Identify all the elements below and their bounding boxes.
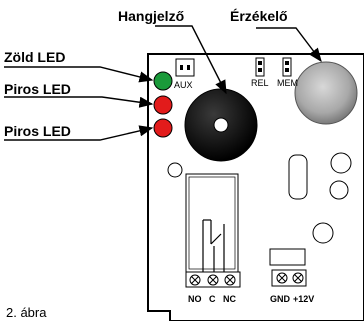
gnd-terminal-label: GND [270,294,291,304]
red-led-2 [153,118,173,138]
sensor-body [294,61,358,125]
red-led-2-label: Piros LED [4,123,71,139]
arrow-green-led [4,66,154,83]
mem-label: MEM [277,78,298,88]
mount-hole [312,222,334,244]
power-screw-2 [292,272,304,284]
power-screw-1 [276,272,288,284]
relay-contact-symbol [202,219,225,272]
aux-label: AUX [174,80,193,90]
relay-screw-3 [224,274,236,286]
mount-hole [167,162,183,178]
nc-terminal-label: NC [223,294,236,304]
arrow-red-led-2 [4,125,154,141]
power-component [269,248,306,266]
relay-screw-1 [189,274,201,286]
relay-screw-2 [207,274,219,286]
green-led-label: Zöld LED [4,49,66,65]
aux-jumper [175,58,195,77]
arrow-buzzer [155,25,227,95]
rel-label: REL [251,78,269,88]
red-led-1-label: Piros LED [4,81,71,97]
mount-hole [329,180,349,200]
red-led-1 [153,95,173,115]
mount-hole [330,152,352,174]
arrow-sensor [256,27,322,63]
tamper-slot [288,154,308,200]
relay [185,173,239,273]
arrow-red-led-1 [4,96,154,108]
figure-caption: 2. ábra [6,305,47,320]
sensor-label: Érzékelő [230,8,288,24]
rel-jumper [255,57,265,77]
c-terminal-label: C [209,294,216,304]
no-terminal-label: NO [188,294,202,304]
buzzer-label: Hangjelző [118,8,185,24]
plus12v-terminal-label: +12V [293,294,314,304]
mem-jumper [282,57,292,77]
buzzer-center [213,117,229,133]
green-led [153,71,173,91]
